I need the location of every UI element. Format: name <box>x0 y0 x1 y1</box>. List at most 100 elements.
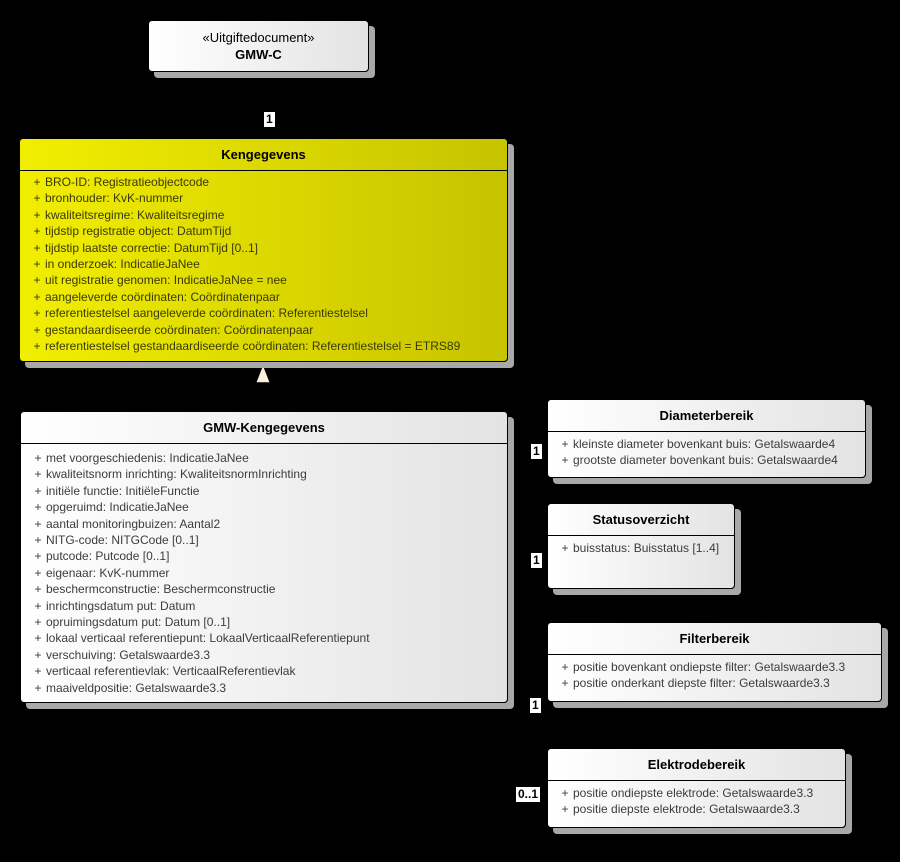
visibility-marker: + <box>33 306 41 321</box>
attribute-text: met voorgeschiedenis: IndicatieJaNee <box>46 451 249 465</box>
visibility-marker: + <box>33 175 41 189</box>
class-title: GMW-Kengegevens <box>21 412 507 444</box>
visibility-marker: + <box>33 289 41 304</box>
class-box-gmw-c[interactable]: «Uitgiftedocument» GMW-C <box>148 20 369 72</box>
visibility-marker: + <box>33 207 41 222</box>
visibility-marker: + <box>33 322 41 337</box>
visibility-marker: + <box>33 224 41 239</box>
class-title: Diameterbereik <box>548 400 865 432</box>
multiplicity-label: 1 <box>530 698 541 713</box>
visibility-marker: + <box>34 516 42 531</box>
visibility-marker: + <box>33 339 41 354</box>
attribute-text: aantal monitoringbuizen: Aantal2 <box>46 516 221 531</box>
attribute-text: buisstatus: Buisstatus [1..4] <box>573 541 720 555</box>
attribute-text: referentiestelsel gestandaardiseerde coö… <box>45 339 461 354</box>
visibility-marker: + <box>34 631 42 646</box>
attribute-compartment: +met voorgeschiedenis: IndicatieJaNee+kw… <box>21 444 507 696</box>
attribute-row: + uit registratie genomen: IndicatieJaNee… <box>20 272 507 288</box>
attribute-text: grootste diameter bovenkant buis: Getals… <box>573 453 838 468</box>
attribute-text: eigenaar: KvK-nummer <box>46 565 170 580</box>
attribute-compartment: +positie bovenkant ondiepste filter: Get… <box>548 655 881 692</box>
attribute-compartment: +buisstatus: Buisstatus [1..4] <box>548 536 734 556</box>
class-title: Filterbereik <box>548 623 881 655</box>
visibility-marker: + <box>561 786 569 800</box>
attribute-row: + aangeleverde coördinaten: Coördinatenpa… <box>20 289 507 305</box>
attribute-text: maaiveldpositie: Getalswaarde3.3 <box>46 680 227 695</box>
visibility-marker: + <box>561 453 569 468</box>
attribute-row: + referentiestelsel gestandaardiseerde co… <box>20 338 507 354</box>
attribute-row: +maaiveldpositie: Getalswaarde3.3 <box>21 680 507 696</box>
attribute-row: + aantal monitoringbuizen: Aantal2 <box>21 516 507 532</box>
attribute-row: +kleinste diameter bovenkant buis: Getal… <box>548 436 865 452</box>
visibility-marker: + <box>34 565 42 580</box>
class-box-statusoverzicht[interactable]: Statusoverzicht +buisstatus: Buisstatus … <box>547 503 735 589</box>
attribute-text: kleinste diameter bovenkant buis: Getals… <box>573 437 836 451</box>
attribute-row: +tijdstip laatste correctie: DatumTijd [… <box>20 240 507 256</box>
multiplicity-label: 1 <box>531 444 542 459</box>
attribute-compartment: +BRO-ID: Registratieobjectcode+bronhoude… <box>20 171 507 354</box>
attribute-row: +positie bovenkant ondiepste filter: Get… <box>548 659 881 675</box>
attribute-text: tijdstip registratie object: DatumTijd <box>45 224 232 239</box>
attribute-text: uit registratie genomen: IndicatieJaNee … <box>45 273 287 288</box>
visibility-marker: + <box>34 451 42 465</box>
visibility-marker: + <box>33 257 41 272</box>
attribute-text: bronhouder: KvK-nummer <box>45 191 184 206</box>
attribute-compartment: + positie ondiepste elektrode: Getalswaar… <box>548 781 845 818</box>
attribute-text: kwaliteitsnorm inrichting: Kwaliteitsnor… <box>46 467 307 482</box>
visibility-marker: + <box>33 240 41 255</box>
attribute-text: putcode: Putcode [0..1] <box>46 549 170 564</box>
attribute-text: verschuiving: Getalswaarde3.3 <box>46 647 211 662</box>
attribute-row: +buisstatus: Buisstatus [1..4] <box>548 540 734 556</box>
visibility-marker: + <box>561 802 569 817</box>
attribute-text: positie ondiepste elektrode: Getalswaard… <box>573 786 814 800</box>
class-box-diameterbereik[interactable]: Diameterbereik +kleinste diameter bovenk… <box>547 399 866 478</box>
attribute-text: gestandaardiseerde coördinaten: Coördina… <box>45 322 314 337</box>
attribute-row: + bronhouder: KvK-nummer <box>20 190 507 206</box>
visibility-marker: + <box>33 191 41 206</box>
attribute-row: +NITG-code: NITGCode [0..1] <box>21 532 507 548</box>
attribute-text: referentiestelsel aangeleverde coördinat… <box>45 306 368 321</box>
attribute-row: + putcode: Putcode [0..1] <box>21 548 507 564</box>
class-box-kengegevens[interactable]: Kengegevens +BRO-ID: Registratieobjectco… <box>19 138 508 362</box>
class-name: GMW-C <box>235 47 282 62</box>
class-title: Elektrodebereik <box>548 749 845 781</box>
class-title: Kengegevens <box>20 139 507 171</box>
class-box-filterbereik[interactable]: Filterbereik +positie bovenkant ondiepst… <box>547 622 882 702</box>
attribute-text: positie diepste elektrode: Getalswaarde3… <box>573 802 800 817</box>
attribute-text: opgeruimd: IndicatieJaNee <box>46 500 189 515</box>
attribute-row: + verschuiving: Getalswaarde3.3 <box>21 647 507 663</box>
attribute-row: +opruimingsdatum put: Datum [0..1] <box>21 614 507 630</box>
attribute-text: positie onderkant diepste filter: Getals… <box>573 676 830 691</box>
attribute-text: aangeleverde coördinaten: Coördinatenpaa… <box>45 289 280 304</box>
attribute-row: + positie diepste elektrode: Getalswaarde… <box>548 801 845 817</box>
attribute-text: lokaal verticaal referentiepunt: LokaalV… <box>46 631 370 646</box>
attribute-row: + positie ondiepste elektrode: Getalswaar… <box>548 785 845 801</box>
visibility-marker: + <box>33 273 41 288</box>
attribute-text: NITG-code: NITGCode [0..1] <box>46 533 199 548</box>
visibility-marker: + <box>34 549 42 564</box>
attribute-row: +positie onderkant diepste filter: Getal… <box>548 675 881 691</box>
attribute-row: + met voorgeschiedenis: IndicatieJaNee <box>21 450 507 466</box>
class-title: Statusoverzicht <box>548 504 734 536</box>
visibility-marker: + <box>34 483 42 498</box>
class-box-gmw-kengegevens[interactable]: GMW-Kengegevens + met voorgeschiedenis: I… <box>20 411 508 703</box>
class-box-elektrodebereik[interactable]: Elektrodebereik + positie ondiepste elekt… <box>547 748 846 828</box>
attribute-row: +kwaliteitsnorm inrichting: Kwaliteitsno… <box>21 466 507 482</box>
visibility-marker: + <box>561 660 569 674</box>
attribute-row: +initiële functie: InitiëleFunctie <box>21 483 507 499</box>
attribute-row: + referentiestelsel aangeleverde coördina… <box>20 305 507 321</box>
visibility-marker: + <box>34 582 42 597</box>
class-stereotype: «Uitgiftedocument» <box>202 30 315 45</box>
visibility-marker: + <box>34 647 42 662</box>
multiplicity-label: 1 <box>531 553 542 568</box>
attribute-row: +opgeruimd: IndicatieJaNee <box>21 499 507 515</box>
attribute-row: + beschermconstructie: Beschermconstructi… <box>21 581 507 597</box>
attribute-text: inrichtingsdatum put: Datum <box>46 598 196 613</box>
attribute-text: beschermconstructie: Beschermconstructie <box>46 582 276 597</box>
attribute-row: +inrichtingsdatum put: Datum <box>21 598 507 614</box>
attribute-row: +kwaliteitsregime: Kwaliteitsregime <box>20 207 507 223</box>
attribute-row: +verticaal referentievlak: VerticaalRefe… <box>21 663 507 679</box>
attribute-row: +BRO-ID: Registratieobjectcode <box>20 174 507 190</box>
attribute-text: verticaal referentievlak: VerticaalRefer… <box>46 664 296 679</box>
